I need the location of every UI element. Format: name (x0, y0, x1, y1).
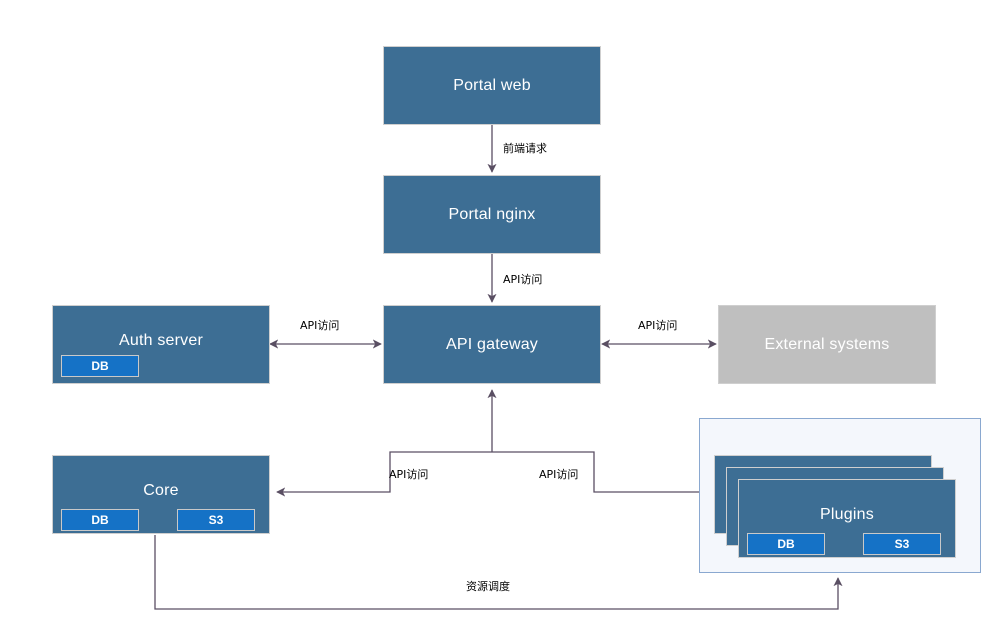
node-portal-web-label: Portal web (453, 77, 531, 94)
node-plugins[interactable]: Plugins DB S3 (738, 479, 956, 558)
edge-gateway-branch-left (276, 451, 492, 497)
edge-label-gateway-to-plugins: API访问 (539, 468, 579, 481)
node-core-label: Core (143, 482, 179, 499)
node-auth-server-label: Auth server (118, 332, 203, 349)
node-portal-nginx-label: Portal nginx (448, 206, 536, 223)
edge-label-gateway-to-core: API访问 (389, 468, 429, 481)
node-api-gateway-label: API gateway (445, 336, 539, 353)
edge-label-core-to-plugins: 资源调度 (466, 580, 510, 593)
badge-core-s3[interactable]: S3 (177, 509, 255, 531)
edge-label-gateway-to-external: API访问 (638, 319, 678, 332)
node-portal-nginx[interactable]: Portal nginx (383, 175, 601, 254)
node-core[interactable]: Core DB S3 (52, 455, 270, 534)
badge-plugins-s3[interactable]: S3 (863, 533, 941, 555)
node-auth-server[interactable]: Auth server DB (52, 305, 270, 384)
node-plugins-label: Plugins (820, 506, 874, 523)
edge-label-auth-to-gateway: API访问 (300, 319, 340, 332)
node-portal-web[interactable]: Portal web (383, 46, 601, 125)
edge-label-web-to-nginx: 前端请求 (503, 142, 547, 155)
edge-gateway-branch-right (492, 451, 713, 497)
node-external-systems[interactable]: External systems (718, 305, 936, 384)
badge-plugins-db[interactable]: DB (747, 533, 825, 555)
badge-core-db[interactable]: DB (61, 509, 139, 531)
node-external-systems-label: External systems (764, 336, 890, 353)
edge-label-nginx-to-gateway: API访问 (503, 273, 543, 286)
node-api-gateway[interactable]: API gateway (383, 305, 601, 384)
plugins-group-container: Plugins DB S3 (699, 418, 981, 573)
badge-auth-db[interactable]: DB (61, 355, 139, 377)
